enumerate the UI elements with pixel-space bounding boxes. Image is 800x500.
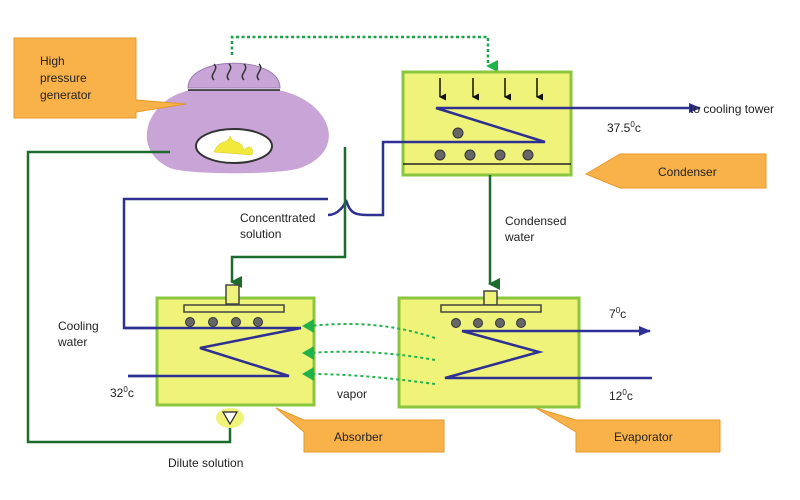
condenser-down-arrows bbox=[439, 78, 543, 101]
absorber-coil bbox=[124, 326, 302, 378]
evaporator bbox=[397, 290, 581, 409]
evap-in-temp-label: 120c bbox=[609, 388, 633, 403]
cooling-water-label-line2: water bbox=[57, 335, 87, 349]
generator-label-line2: pressure bbox=[40, 71, 87, 85]
concentrated-solution-label-line1: Concenttrated bbox=[240, 211, 315, 225]
evaporator-label: Evaporator bbox=[614, 430, 673, 444]
svg-text:320c: 320c bbox=[110, 385, 134, 400]
vapor-label: vapor bbox=[337, 387, 367, 401]
absorber bbox=[155, 284, 316, 428]
absorber-nozzles bbox=[185, 317, 263, 327]
evaporator-spray-bar bbox=[440, 304, 542, 313]
absorber-spray-bar bbox=[183, 304, 285, 313]
condenser-temp-label: 37.50c bbox=[607, 120, 641, 135]
absorber-box bbox=[155, 296, 316, 407]
absorber-label: Absorber bbox=[334, 430, 383, 444]
generator-label-line1: High bbox=[40, 54, 65, 68]
generator-callout: High pressure generator bbox=[13, 37, 187, 119]
evaporator-callout: Evaporator bbox=[535, 407, 721, 453]
svg-text:120c: 120c bbox=[609, 388, 633, 403]
condensed-water-label-line1: Condensed bbox=[505, 214, 566, 228]
concentrated-solution-label-line2: solution bbox=[240, 227, 281, 241]
vapor-dashed-line bbox=[230, 35, 498, 72]
condensed-water-label-line2: water bbox=[504, 230, 534, 244]
absorber-callout: Absorber bbox=[275, 407, 445, 453]
evaporator-nozzles bbox=[451, 318, 526, 328]
vapor-arrowheads bbox=[302, 319, 314, 381]
svg-text:37.50c: 37.50c bbox=[607, 120, 641, 135]
evaporator-spray-header bbox=[483, 290, 498, 306]
concentrated-solution-line bbox=[230, 147, 347, 288]
generator-label-line3: generator bbox=[40, 88, 91, 102]
dilute-solution-label: Dilute solution bbox=[168, 456, 243, 470]
absorber-spray-header bbox=[225, 284, 240, 305]
generator-dome bbox=[187, 62, 281, 89]
condenser-coil bbox=[327, 103, 701, 217]
flame-icon bbox=[213, 135, 253, 156]
heat-wave-icon bbox=[211, 63, 262, 81]
evaporator-box bbox=[397, 296, 581, 409]
evap-out-temp-label: 70c bbox=[609, 306, 626, 321]
vapor-arrows bbox=[309, 323, 436, 385]
dilute-solution-line bbox=[26, 150, 232, 444]
evaporator-coil bbox=[444, 326, 652, 380]
to-cooling-tower-label: to cooling tower bbox=[690, 102, 774, 116]
svg-text:70c: 70c bbox=[609, 306, 626, 321]
pump-icon bbox=[221, 411, 239, 426]
generator bbox=[146, 62, 329, 174]
condenser-nozzles bbox=[434, 127, 534, 161]
condenser-label: Condenser bbox=[658, 165, 717, 179]
cooling-water-label-line1: Cooling bbox=[58, 319, 99, 333]
absorber-temp-label: 320c bbox=[110, 385, 134, 400]
condenser-callout: Condenser bbox=[584, 153, 767, 189]
